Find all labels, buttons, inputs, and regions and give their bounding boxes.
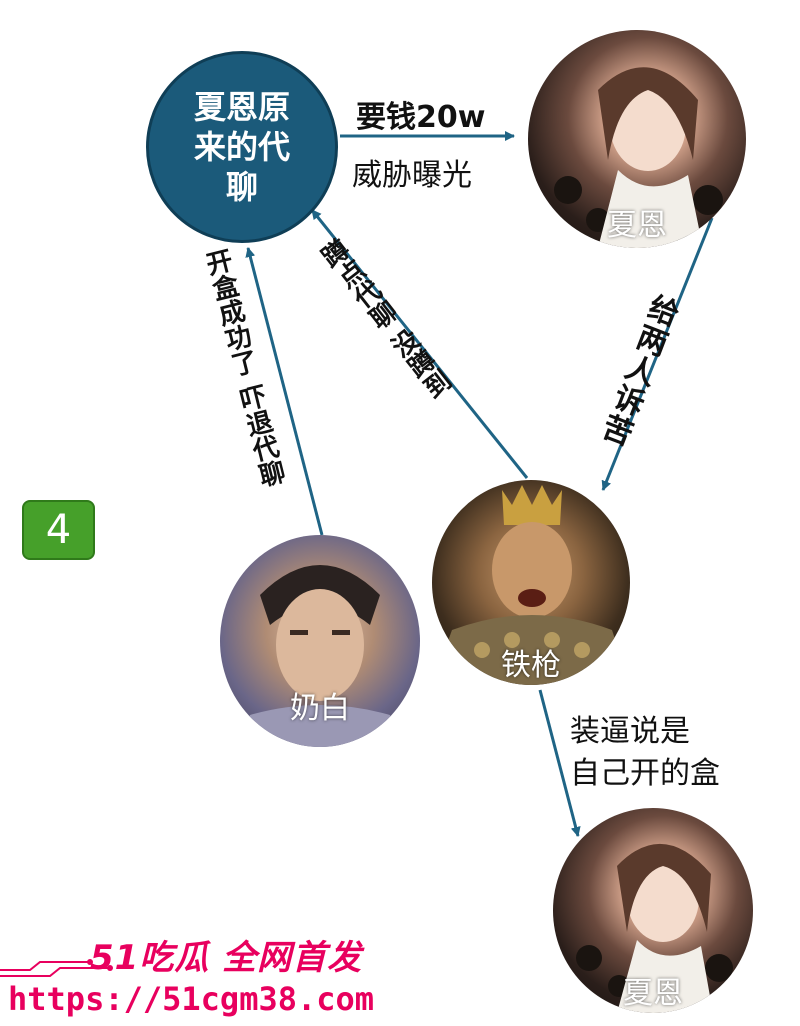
- watermark-circuit-icon: [0, 959, 113, 977]
- watermark-brand: 51吃瓜 全网首发: [90, 938, 363, 978]
- photo-node-xiaen-bottom: 夏恩: [553, 808, 753, 1013]
- portrait-man-icon: [240, 565, 400, 747]
- node-label-xiaen-bottom: 夏恩: [623, 976, 683, 1011]
- arrow-xiaen-to-tieqiang: [601, 217, 714, 491]
- arrow-naibai-to-main: [245, 247, 324, 536]
- step-number-badge: 4: [22, 500, 95, 560]
- photo-node-xiaen-top: 夏恩: [528, 30, 746, 248]
- main-node-circle: 夏恩原来的代聊: [146, 51, 338, 243]
- edge-label-brag-1: 装逼说是: [570, 714, 690, 749]
- node-label-naibai: 奶白: [290, 691, 350, 726]
- portrait-girl-icon: [576, 843, 733, 1013]
- edge-label-brag-2: 自己开的盒: [570, 756, 720, 791]
- portrait-girl-icon: [554, 67, 723, 248]
- portrait-warrior-icon: [432, 485, 630, 685]
- photo-node-naibai: 奶白: [220, 535, 420, 747]
- node-label-tieqiang: 铁枪: [501, 648, 561, 683]
- edge-label-extort-2: 威胁曝光: [352, 158, 472, 193]
- main-node-label: 夏恩原来的代聊: [193, 88, 290, 206]
- arrow-tieqiang-to-xiaen-bottom: [538, 689, 581, 837]
- watermark-url[interactable]: https://51cgm38.com: [8, 980, 375, 1018]
- arrow-tieqiang-to-main: [310, 209, 529, 479]
- edge-label-extort-1: 要钱20w: [356, 100, 486, 135]
- photo-node-tieqiang: 铁枪: [432, 480, 630, 685]
- node-label-xiaen-top: 夏恩: [607, 208, 667, 243]
